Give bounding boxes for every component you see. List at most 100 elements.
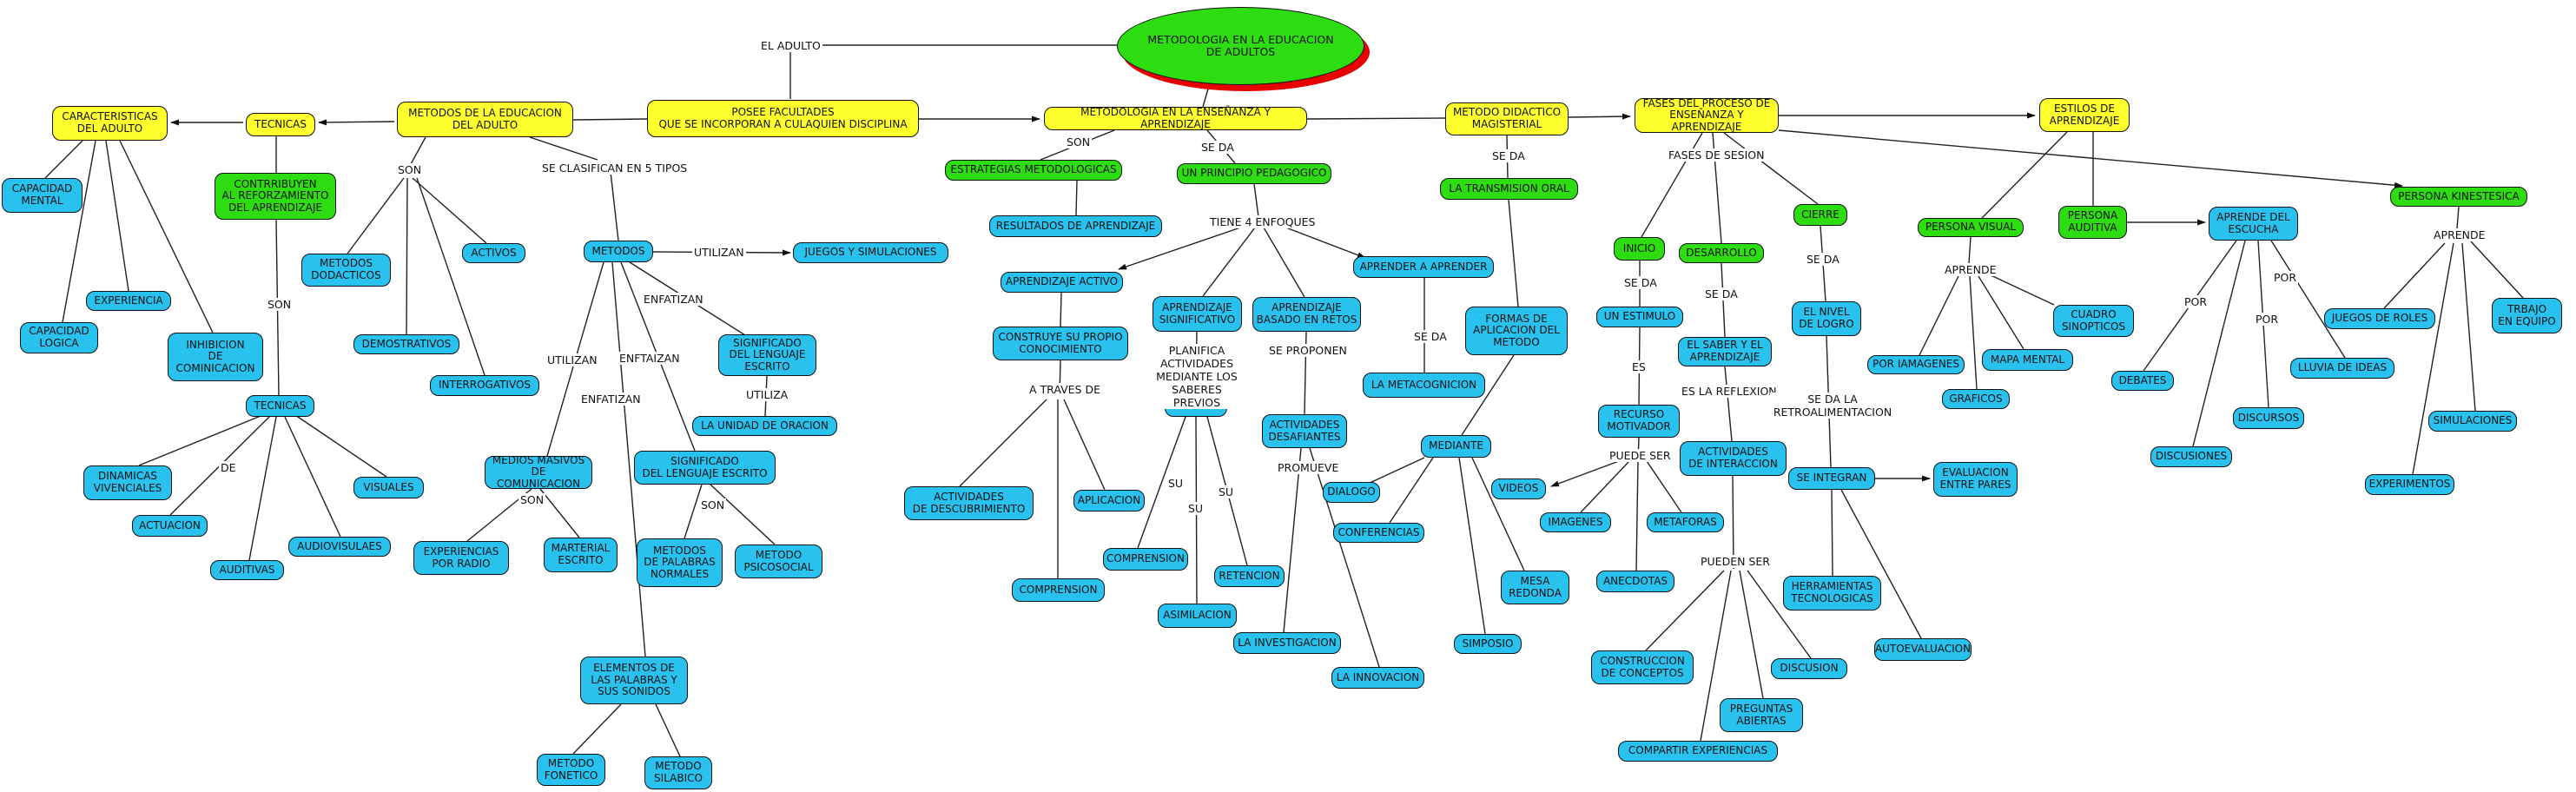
concept-node-por-iamagenes[interactable]: POR IAMAGENES bbox=[1867, 355, 1965, 374]
link-label-se-da-5[interactable]: SE DA bbox=[1703, 287, 1740, 300]
concept-node-dialogo[interactable]: DIALOGO bbox=[1323, 482, 1380, 503]
concept-node-lluvia-ideas[interactable]: LLUVIA DE IDEAS bbox=[2290, 358, 2394, 379]
concept-node-construccion-conceptos[interactable]: CONSTRUCCION DE CONCEPTOS bbox=[1591, 650, 1694, 684]
concept-node-audiovisulaes[interactable]: AUDIOVISULAES bbox=[288, 537, 391, 557]
link-label-retroalimentacion[interactable]: SE DA LA RETROALIMENTACION bbox=[1770, 393, 1895, 419]
link-label-a-traves-de[interactable]: A TRAVES DE bbox=[1027, 383, 1102, 396]
concept-node-capacidad-logica[interactable]: CAPACIDAD LOGICA bbox=[20, 322, 98, 353]
concept-node-marterial-escrito[interactable]: MARTERIAL ESCRITO bbox=[544, 538, 618, 572]
concept-node-preguntas-abiertas[interactable]: PREGUNTAS ABIERTAS bbox=[1720, 698, 1803, 732]
concept-node-metodos[interactable]: METODOS bbox=[584, 241, 653, 262]
link-label-es-1[interactable]: ES bbox=[1630, 360, 1648, 373]
concept-node-estrategias-metodologicas[interactable]: ESTRATEGIAS METODOLOGICAS bbox=[945, 160, 1122, 181]
concept-node-inicio[interactable]: INICIO bbox=[1614, 237, 1665, 261]
link-label-enftaizan[interactable]: ENFTAIZAN bbox=[618, 352, 682, 365]
concept-node-mediante[interactable]: MEDIANTE bbox=[1421, 435, 1491, 458]
concept-node-elementos-palabras[interactable]: ELEMENTOS DE LAS PALABRAS Y SUS SONIDOS bbox=[580, 657, 688, 704]
concept-node-unidad-oracion[interactable]: LA UNIDAD DE ORACION bbox=[692, 416, 837, 436]
link-label-se-da-1[interactable]: SE DA bbox=[1199, 141, 1236, 154]
concept-node-actuacion[interactable]: ACTUACION bbox=[132, 515, 208, 537]
link-label-de-1[interactable]: DE bbox=[219, 461, 238, 474]
concept-node-demostrativos[interactable]: DEMOSTRATIVOS bbox=[353, 334, 459, 354]
concept-node-interrogativos[interactable]: INTERROGATIVOS bbox=[430, 375, 539, 396]
link-label-por-1[interactable]: POR bbox=[2183, 295, 2209, 308]
link-label-utilizan-2[interactable]: UTILIZAN bbox=[545, 353, 599, 366]
concept-node-tecnicas-yellow[interactable]: TECNICAS bbox=[246, 113, 315, 136]
concept-node-conferencias[interactable]: CONFERENCIAS bbox=[1333, 523, 1424, 543]
link-label-su-1[interactable]: SU bbox=[1166, 477, 1186, 490]
link-label-utilizan-1[interactable]: UTILIZAN bbox=[692, 246, 746, 259]
concept-node-aprendizaje-significativo[interactable]: APRENDIZAJE SIGNIFICATIVO bbox=[1153, 296, 1242, 332]
concept-node-persona-kinestesica[interactable]: PERSONA KINESTESICA bbox=[2390, 187, 2527, 207]
concept-node-el-nivel-logro[interactable]: EL NIVEL DE LOGRO bbox=[1792, 301, 1861, 336]
concept-node-anecdotas[interactable]: ANECDOTAS bbox=[1596, 571, 1674, 592]
concept-node-metodo-didactico[interactable]: METODO DIDACTICO MAGISTERIAL bbox=[1445, 102, 1569, 135]
concept-node-imagenes[interactable]: IMAGENES bbox=[1540, 512, 1611, 532]
concept-node-experimentos[interactable]: EXPERIMENTOS bbox=[2365, 474, 2454, 495]
concept-node-cuadro-sinopticos[interactable]: CUADRO SINOPTICOS bbox=[2053, 305, 2134, 337]
concept-node-comprension-2[interactable]: COMPRENSION bbox=[1103, 548, 1188, 571]
link-label-es-la-reflexion[interactable]: ES LA REFLEXION bbox=[1680, 385, 1779, 398]
concept-node-debates[interactable]: DEBATES bbox=[2111, 371, 2174, 391]
link-label-su-2[interactable]: SU bbox=[1186, 502, 1205, 515]
link-label-planifica[interactable]: PLANIFICA ACTIVIDADES MEDIANTE LOS SABER… bbox=[1132, 344, 1262, 409]
concept-node-metodologia-ensenanza[interactable]: METODOLOGIA EN LA ENSEÑANZA Y APRENDIZAJ… bbox=[1044, 106, 1307, 130]
link-label-tiene-4-enfoques[interactable]: TIENE 4 ENFOQUES bbox=[1208, 215, 1318, 228]
concept-node-herramientas-tecnologicas[interactable]: HERRAMIENTAS TECNOLOGICAS bbox=[1783, 576, 1881, 610]
concept-node-videos[interactable]: VIDEOS bbox=[1491, 478, 1546, 499]
concept-node-persona-auditiva[interactable]: PERSONA AUDITIVA bbox=[2058, 206, 2127, 239]
link-label-promueve[interactable]: PROMUEVE bbox=[1276, 461, 1341, 474]
link-label-fases-de-sesion[interactable]: FASES DE SESION bbox=[1667, 148, 1767, 162]
link-label-se-da-4[interactable]: SE DA bbox=[1622, 276, 1659, 289]
concept-node-aplicacion[interactable]: APLICACION bbox=[1073, 490, 1145, 512]
concept-node-desarrollo[interactable]: DESARROLLO bbox=[1679, 243, 1764, 263]
link-label-son-1[interactable]: SON bbox=[266, 298, 294, 311]
link-label-aprende-2[interactable]: APRENDE bbox=[2432, 228, 2487, 241]
link-label-el-adulto[interactable]: EL ADULTO bbox=[759, 39, 822, 52]
concept-node-la-metacognicion[interactable]: LA METACOGNICION bbox=[1363, 373, 1485, 398]
link-label-aprende-1[interactable]: APRENDE bbox=[1943, 263, 1998, 276]
concept-node-principio-pedagogico[interactable]: UN PRINCIPIO PEDAGOGICO bbox=[1177, 163, 1331, 184]
concept-node-metodo-fonetico[interactable]: METODO FONETICO bbox=[537, 754, 605, 786]
concept-node-resultados-aprendizaje[interactable]: RESULTADOS DE APRENDIZAJE bbox=[989, 215, 1162, 237]
link-label-se-da-2[interactable]: SE DA bbox=[1412, 330, 1449, 343]
concept-node-metodo-psicosocial[interactable]: METODO PSICOSOCIAL bbox=[735, 544, 822, 578]
concept-node-visuales[interactable]: VISUALES bbox=[353, 477, 424, 498]
concept-node-mesa-redonda[interactable]: MESA REDONDA bbox=[1501, 571, 1569, 604]
concept-node-metodos-dodacticos[interactable]: METODOS DODACTICOS bbox=[301, 254, 391, 287]
concept-node-contrribuyen[interactable]: CONTRRIBUYEN AL REFORZAMIENTO DEL APREND… bbox=[215, 173, 336, 220]
concept-node-metodos-palabras[interactable]: METODOS DE PALABRAS NORMALES bbox=[637, 538, 723, 587]
link-label-son-2[interactable]: SON bbox=[396, 163, 424, 176]
concept-node-se-integran[interactable]: SE INTEGRAN bbox=[1788, 467, 1875, 490]
concept-node-tecnicas-cyan[interactable]: TECNICAS bbox=[246, 395, 314, 417]
concept-node-posee-facultades[interactable]: POSEE FACULTADES QUE SE INCORPORAN A CUL… bbox=[647, 100, 919, 137]
concept-node-formas-aplicacion[interactable]: FORMAS DE APLICACION DEL METODO bbox=[1465, 307, 1568, 355]
link-label-son-3[interactable]: SON bbox=[519, 493, 546, 506]
concept-node-simposio[interactable]: SIMPOSIO bbox=[1454, 634, 1522, 654]
concept-node-fases-proceso[interactable]: FASES DEL PROCESO DE ENSEÑANZA Y APRENDI… bbox=[1635, 97, 1779, 133]
concept-node-un-estimulo[interactable]: UN ESTIMULO bbox=[1596, 307, 1683, 327]
concept-node-metodo-silabico[interactable]: METODO SILABICO bbox=[644, 756, 712, 789]
concept-node-experiencia[interactable]: EXPERIENCIA bbox=[86, 291, 171, 311]
concept-node-actividades-desafiantes[interactable]: ACTIVIDADES DESAFIANTES bbox=[1262, 414, 1347, 448]
concept-node-activos[interactable]: ACTIVOS bbox=[462, 243, 525, 263]
concept-node-mapa-mental[interactable]: MAPA MENTAL bbox=[1982, 349, 2073, 371]
concept-node-metodos-educacion[interactable]: METODOS DE LA EDUCACION DEL ADULTO bbox=[397, 102, 573, 137]
concept-node-evaluacion-pares[interactable]: EVALUACION ENTRE PARES bbox=[1933, 462, 2018, 497]
concept-node-discursos[interactable]: DISCURSOS bbox=[2233, 407, 2304, 429]
concept-node-aprendizaje-retos[interactable]: APRENDIZAJE BASADO EN RETOS bbox=[1252, 297, 1361, 332]
concept-node-experiencias-radio[interactable]: EXPERIENCIAS POR RADIO bbox=[413, 541, 509, 575]
link-label-se-clasifican[interactable]: SE CLASIFICAN EN 5 TIPOS bbox=[540, 162, 690, 175]
link-label-enfatizan-1[interactable]: ENFATIZAN bbox=[642, 293, 705, 306]
concept-node-comprension-1[interactable]: COMPRENSION bbox=[1012, 578, 1105, 602]
concept-node-trbajo-equipo[interactable]: TRBAJO EN EQUIPO bbox=[2492, 298, 2562, 333]
concept-node-metaforas[interactable]: METAFORAS bbox=[1647, 512, 1724, 532]
link-label-pueden-ser[interactable]: PUEDEN SER bbox=[1699, 555, 1772, 568]
link-label-su-3[interactable]: SU bbox=[1217, 485, 1236, 498]
concept-node-significado-escrito-2[interactable]: SIGNIFICADO DEL LENGUAJE ESCRITO bbox=[634, 451, 776, 485]
concept-node-recurso-motivador[interactable]: RECURSO MOTIVADOR bbox=[1598, 405, 1680, 438]
link-label-se-da-6[interactable]: SE DA bbox=[1805, 253, 1841, 266]
concept-node-la-innovacion[interactable]: LA INNOVACION bbox=[1331, 667, 1424, 689]
link-label-se-proponen[interactable]: SE PROPONEN bbox=[1267, 344, 1349, 357]
concept-node-aprende-escucha[interactable]: APRENDE DEL ESCUCHA bbox=[2209, 207, 2298, 241]
